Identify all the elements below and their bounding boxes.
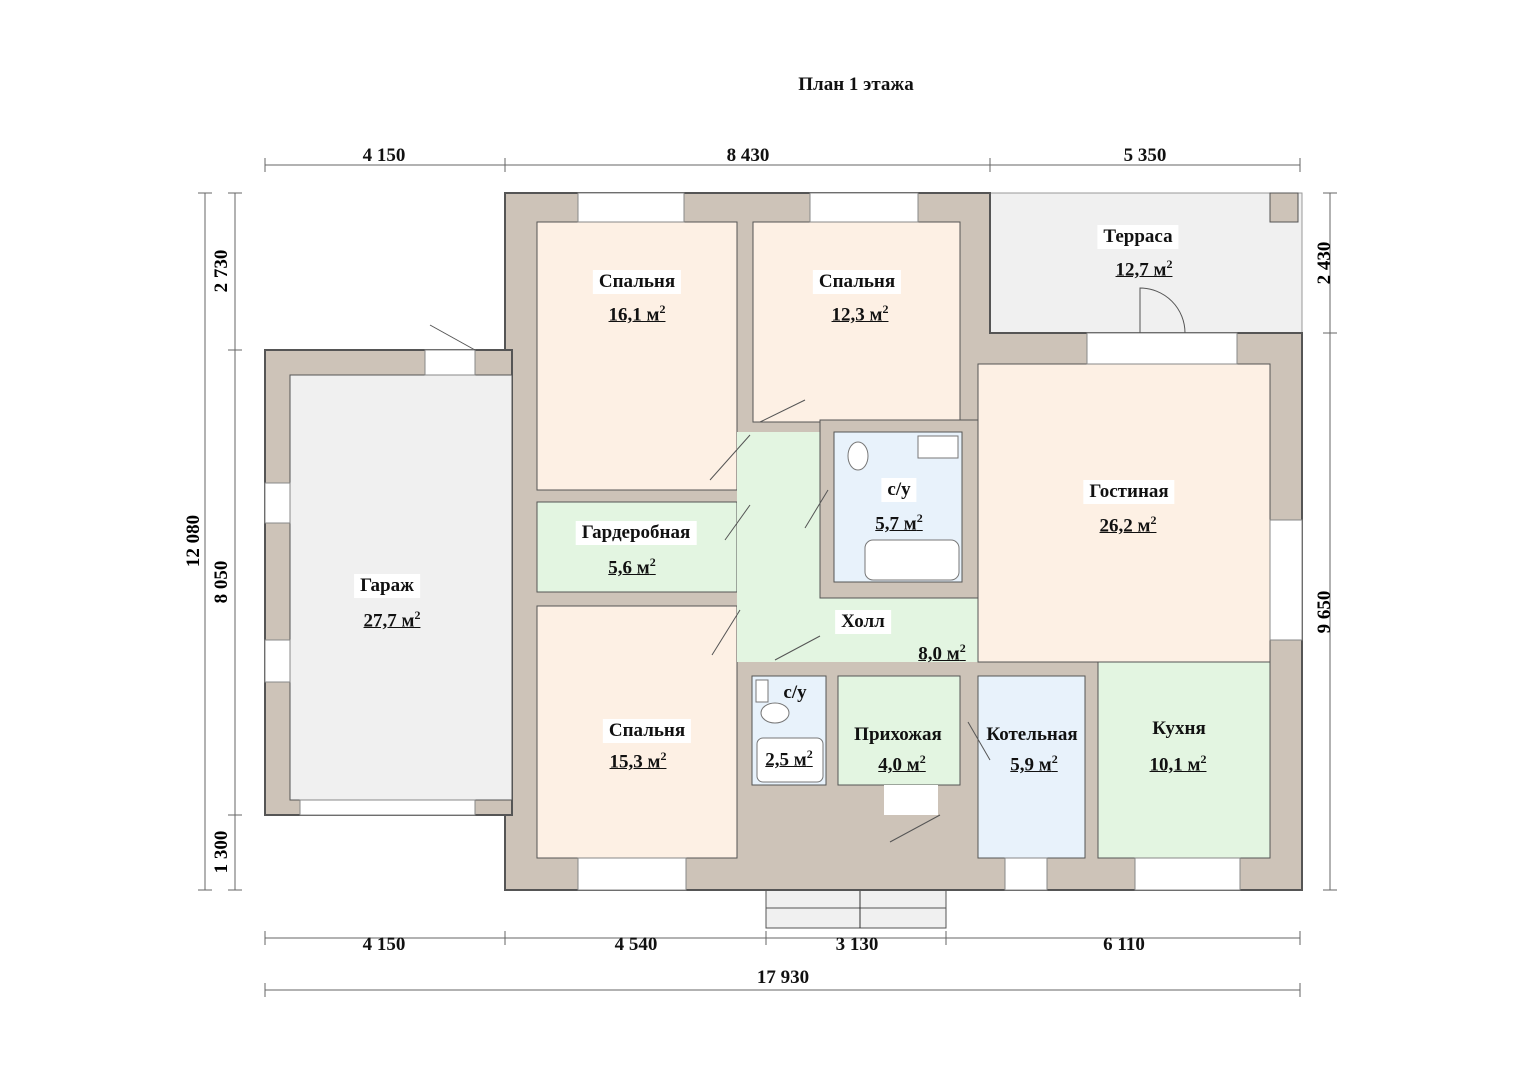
dim-left-outer: 12 080 (183, 514, 204, 568)
room-area-bedroom-2: 12,3 м2 (831, 302, 889, 326)
wardrobe-floor (536, 501, 738, 593)
bedroom-2-floor (752, 221, 961, 423)
room-area-bedroom-1: 16,1 м2 (608, 302, 666, 326)
doors (429, 287, 1186, 843)
sink-icon (917, 435, 959, 459)
dim-right-2: 9 650 (1314, 590, 1335, 634)
shower-icon (756, 737, 824, 783)
room-area-garage: 27,7 м2 (363, 608, 421, 632)
room-area-hall: 8,0 м2 (918, 641, 966, 665)
dim-bottom-3: 3 130 (835, 934, 879, 955)
room-name-bedroom-2: Спальня (812, 270, 902, 294)
dim-right-1: 2 430 (1314, 241, 1335, 285)
room-area-living-room: 26,2 м2 (1099, 513, 1157, 537)
room-name-living-room: Гостиная (1083, 480, 1175, 504)
windows (264, 192, 1303, 891)
dimension-lines (198, 158, 1337, 997)
room-name-terrace: Терраса (1097, 225, 1179, 249)
room-name-wardrobe: Гардеробная (575, 521, 697, 545)
dim-total: 17 930 (756, 967, 810, 988)
kitchen-floor (1097, 661, 1271, 859)
room-area-kitchen: 10,1 м2 (1149, 752, 1207, 776)
dim-top-1: 4 150 (362, 145, 406, 166)
dim-bottom-1: 4 150 (362, 934, 406, 955)
room-area-bedroom-3: 15,3 м2 (609, 749, 667, 773)
room-name-bedroom-1: Спальня (592, 270, 682, 294)
room-name-boiler-room: Котельная (986, 724, 1078, 745)
dim-top-3: 5 350 (1123, 145, 1167, 166)
terrace-floor (989, 192, 1303, 334)
bedroom-1-floor (536, 221, 738, 491)
dim-bottom-4: 6 110 (1103, 934, 1145, 955)
toilet-icon (760, 702, 790, 724)
bathtub-icon (864, 539, 960, 581)
room-name-bathroom-1: с/у (881, 478, 917, 502)
dim-left-2: 8 050 (211, 560, 232, 604)
room-name-kitchen: Кухня (1152, 718, 1206, 739)
room-area-bathroom-1: 5,7 м2 (875, 511, 923, 535)
dim-bottom-2: 4 540 (614, 934, 658, 955)
room-name-bedroom-3: Спальня (602, 719, 692, 743)
entry-floor (837, 675, 961, 786)
dim-left-1: 2 730 (211, 249, 232, 293)
living-room-floor (977, 363, 1271, 663)
room-area-terrace: 12,7 м2 (1115, 257, 1173, 281)
room-area-wardrobe: 5,6 м2 (608, 555, 656, 579)
toilet-icon (847, 441, 869, 471)
page-title: План 1 этажа (798, 74, 914, 95)
room-area-boiler-room: 5,9 м2 (1010, 752, 1058, 776)
room-name-wc-2: с/у (783, 682, 807, 703)
room-area-entry: 4,0 м2 (878, 752, 926, 776)
fixtures (755, 435, 960, 783)
terrace-pillar (1269, 192, 1299, 223)
dim-left-3: 1 300 (211, 830, 232, 874)
room-name-entry: Прихожая (854, 724, 942, 745)
room-name-garage: Гараж (354, 574, 420, 598)
room-area-wc-2: 2,5 м2 (765, 747, 813, 771)
dim-top-2: 8 430 (726, 145, 770, 166)
boiler-room-floor (977, 675, 1086, 859)
room-name-hall: Холл (835, 610, 891, 634)
